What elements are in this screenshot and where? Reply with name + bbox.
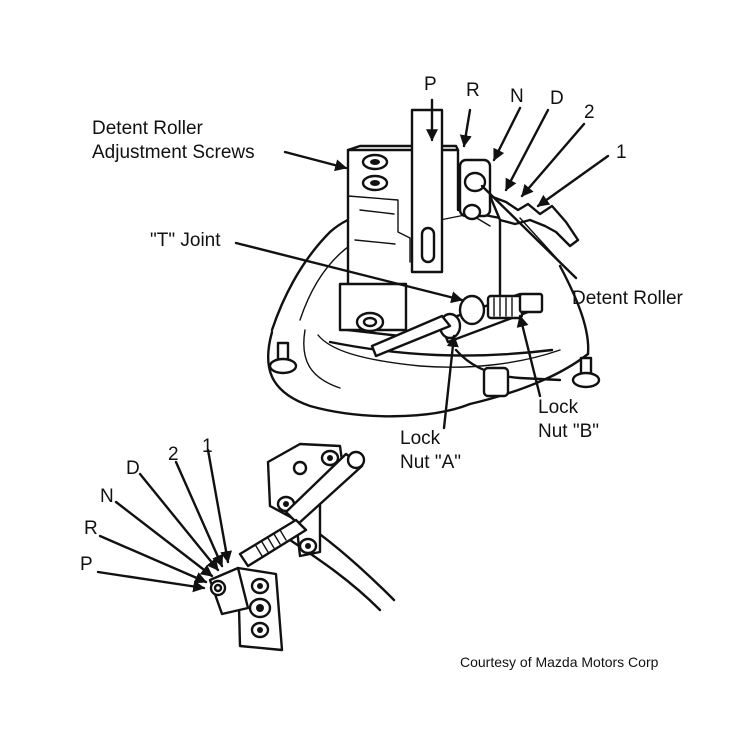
upper-position-p: P bbox=[424, 74, 437, 95]
upper-position-2: 2 bbox=[584, 102, 595, 123]
adjustment-screw-upper bbox=[361, 153, 389, 171]
label-lock-nut-b-line1: Lock bbox=[538, 397, 579, 418]
upper-position-r: R bbox=[466, 80, 480, 101]
label-detent-roller-adjustment-screws-line2: Adjustment Screws bbox=[92, 142, 255, 163]
stud-right bbox=[571, 356, 601, 389]
stud-left bbox=[268, 341, 298, 375]
lower-position-d: D bbox=[126, 458, 140, 479]
upper-position-1: 1 bbox=[616, 142, 627, 163]
upper-leaders bbox=[234, 98, 610, 430]
upper-position-n: N bbox=[510, 86, 524, 107]
t-joint-part bbox=[370, 292, 544, 358]
lower-position-n: N bbox=[100, 486, 114, 507]
label-t-joint: "T" Joint bbox=[150, 230, 221, 251]
adjustment-screw-lower bbox=[361, 174, 389, 192]
detent-roller-part bbox=[458, 158, 492, 221]
label-courtesy: Courtesy of Mazda Motors Corp bbox=[460, 654, 659, 670]
label-lock-nut-a-line2: Nut "A" bbox=[400, 452, 461, 473]
label-detent-roller: Detent Roller bbox=[572, 288, 684, 309]
label-lock-nut-b-line2: Nut "B" bbox=[538, 421, 599, 442]
label-lock-nut-a-line1: Lock bbox=[400, 428, 441, 449]
lower-assembly-illustration bbox=[208, 442, 396, 652]
label-layer: Detent Roller Adjustment Screws "T" Join… bbox=[80, 74, 684, 670]
lower-position-2: 2 bbox=[168, 444, 179, 465]
upper-position-d: D bbox=[550, 88, 564, 109]
lower-leaders bbox=[96, 448, 233, 593]
lower-position-p: P bbox=[80, 554, 93, 575]
label-detent-roller-adjustment-screws-line1: Detent Roller bbox=[92, 118, 204, 139]
upper-assembly-illustration bbox=[266, 108, 601, 418]
lower-position-r: R bbox=[84, 518, 98, 539]
lower-position-1: 1 bbox=[202, 436, 213, 457]
